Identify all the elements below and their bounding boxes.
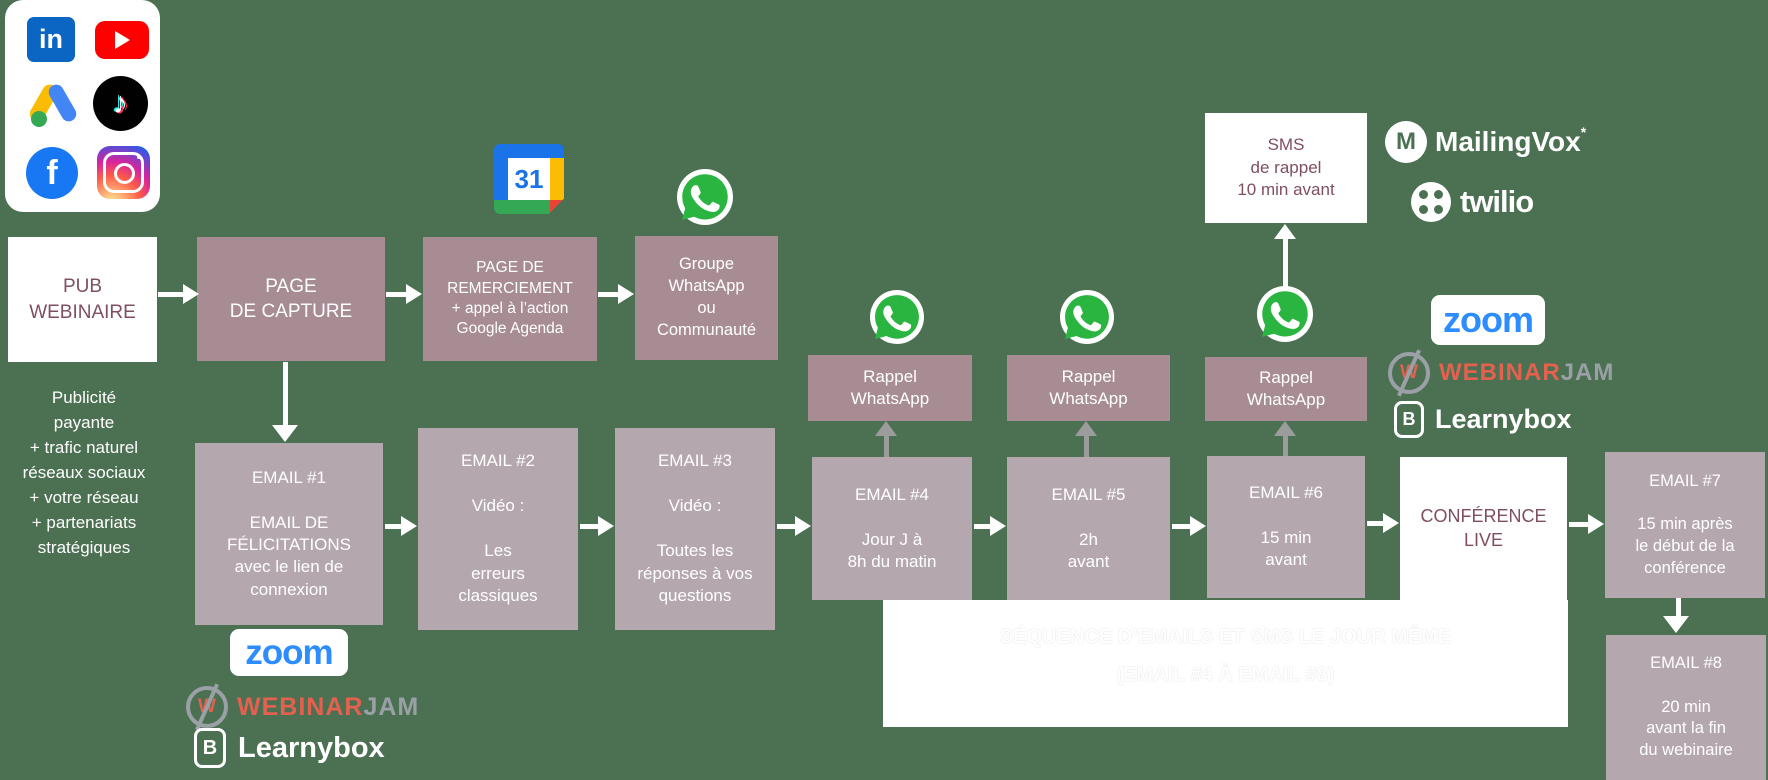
webinarjam-icon: W — [186, 683, 228, 731]
google-calendar-icon: 31 — [494, 144, 564, 214]
arrow-email7-to-email8 — [1676, 598, 1681, 616]
arrowhead — [401, 516, 417, 536]
arrowhead — [1383, 513, 1399, 533]
arrowhead — [406, 284, 422, 304]
whatsapp-icon — [1060, 290, 1114, 344]
sms-rappel-box: SMS de rappel 10 min avant — [1205, 113, 1367, 223]
calendar-yellow-strip — [550, 158, 564, 200]
whatsapp-icon — [677, 169, 733, 225]
whatsapp-icon — [870, 290, 924, 344]
arrowhead — [795, 516, 811, 536]
webinarjam-icon: W — [1388, 349, 1430, 397]
groupe-whatsapp-box: Groupe WhatsApp ou Communauté — [635, 236, 778, 360]
arrowhead — [1274, 224, 1296, 239]
conference-live-box: CONFÉRENCE LIVE — [1400, 457, 1567, 600]
day-sequence-title: SÉQUENCE D’EMAILS ET SMS LE JOUR MÊME — [999, 626, 1452, 648]
arrowhead — [1075, 421, 1097, 436]
mailingvox-icon: M — [1385, 121, 1427, 163]
webinarjam-logo: W WEBINAR JAM — [186, 683, 420, 731]
arrow-email4-to-rappel — [884, 435, 889, 457]
arrow-email1-to-email2 — [385, 524, 402, 529]
google-ads-green-dot — [31, 111, 47, 127]
email-2-box: EMAIL #2 Vidéo : Les erreurs classiques — [418, 428, 578, 630]
learnybox-icon: B — [194, 728, 226, 768]
jam-wordmark: JAM — [1560, 359, 1615, 386]
traffic-note: Publicité payante + trafic naturel résea… — [22, 388, 146, 557]
twilio-wordmark: twilio — [1460, 184, 1534, 219]
learnybox-logo: B Learnybox — [194, 726, 385, 770]
play-icon — [114, 31, 130, 49]
webinarjam-logo: W WEBINAR JAM — [1388, 349, 1615, 397]
rappel-whatsapp-box-2: Rappel WhatsApp — [1007, 355, 1170, 421]
calendar-green-strip — [494, 200, 564, 214]
zoom-wordmark: zoom — [245, 632, 333, 672]
arrow-capture-to-remerciement — [386, 292, 407, 297]
google-ads-icon — [27, 80, 79, 128]
email-1-box: EMAIL #1 EMAIL DE FÉLICITATIONS avec le … — [195, 443, 383, 625]
arrowhead — [1588, 514, 1604, 534]
learnybox-wordmark: Learnybox — [238, 731, 385, 764]
instagram-camera-dot — [137, 155, 141, 159]
instagram-camera-body — [103, 152, 144, 193]
arrowhead — [875, 421, 897, 436]
email-7-box: EMAIL #7 15 min après le début de la con… — [1605, 452, 1765, 598]
webinar-wordmark: WEBINAR — [237, 692, 364, 721]
day-sequence-band: SÉQUENCE D’EMAILS ET SMS LE JOUR MÊME (E… — [883, 600, 1568, 727]
learnybox-logo: B Learnybox — [1394, 399, 1572, 439]
arrowhead — [990, 516, 1006, 536]
twilio-logo: twilio — [1411, 182, 1534, 222]
calendar-day: 31 — [508, 158, 550, 200]
tiktok-icon: ♪ — [93, 76, 148, 131]
calendar-red-fold — [550, 200, 564, 214]
arrow-email2-to-email3 — [580, 524, 599, 529]
arrowhead — [598, 516, 614, 536]
day-sequence-subtitle: (EMAIL #4 À EMAIL #8) — [1116, 664, 1335, 686]
pub-webinaire-box: PUB WEBINAIRE — [8, 237, 157, 362]
mailingvox-logo: M MailingVox * — [1385, 120, 1586, 164]
arrowhead — [1663, 616, 1689, 633]
email-6-box: EMAIL #6 15 min avant — [1207, 456, 1365, 598]
zoom-wordmark: zoom — [1443, 299, 1534, 340]
arrowhead — [1274, 421, 1296, 436]
arrow-remerciement-to-groupe — [598, 292, 619, 297]
rappel-whatsapp-box-1: Rappel WhatsApp — [808, 355, 972, 421]
arrowhead — [618, 284, 634, 304]
instagram-icon — [97, 146, 150, 199]
zoom-logo: zoom — [1431, 295, 1545, 345]
email-3-box: EMAIL #3 Vidéo : Toutes les réponses à v… — [615, 428, 775, 630]
facebook-icon: f — [26, 147, 78, 199]
linkedin-icon: in — [27, 17, 75, 62]
arrowhead — [272, 425, 298, 442]
rappel-whatsapp-box-3: Rappel WhatsApp — [1205, 357, 1367, 421]
whatsapp-icon — [1257, 286, 1313, 342]
email-5-box: EMAIL #5 2h avant — [1007, 457, 1170, 600]
email-8-box: EMAIL #8 20 min avant la fin du webinair… — [1606, 635, 1766, 780]
email-4-box: EMAIL #4 Jour J à 8h du matin — [812, 457, 972, 600]
page-de-capture-box: PAGE DE CAPTURE — [197, 237, 385, 361]
mailingvox-mark: * — [1580, 124, 1587, 140]
arrow-email4-to-email5 — [974, 524, 991, 529]
arrow-email6-to-rappel — [1283, 435, 1288, 456]
arrow-email6-to-conference — [1367, 521, 1384, 526]
instagram-camera-lens — [113, 162, 135, 184]
page-de-remerciement-box: PAGE DE REMERCIEMENT + appel à l’action … — [423, 237, 597, 361]
arrowhead — [183, 284, 199, 304]
arrow-rappel-to-sms — [1283, 238, 1288, 288]
arrow-email5-to-email6 — [1172, 524, 1191, 529]
arrow-email5-to-rappel — [1084, 435, 1089, 457]
webinar-wordmark: WEBINAR — [1439, 359, 1561, 386]
learnybox-icon: B — [1394, 400, 1424, 438]
arrow-conference-to-email7 — [1569, 522, 1589, 527]
jam-wordmark: JAM — [363, 692, 420, 721]
twilio-icon — [1411, 182, 1451, 222]
mailingvox-wordmark: MailingVox — [1435, 126, 1581, 157]
traffic-sources-card: in ♪ f — [5, 0, 160, 212]
zoom-logo: zoom — [230, 629, 348, 676]
arrow-capture-to-email1 — [283, 362, 288, 425]
arrow-email3-to-email4 — [777, 524, 796, 529]
youtube-icon — [95, 21, 149, 59]
arrowhead — [1190, 516, 1206, 536]
arrow-pub-to-capture — [158, 292, 184, 297]
learnybox-wordmark: Learnybox — [1435, 403, 1572, 434]
